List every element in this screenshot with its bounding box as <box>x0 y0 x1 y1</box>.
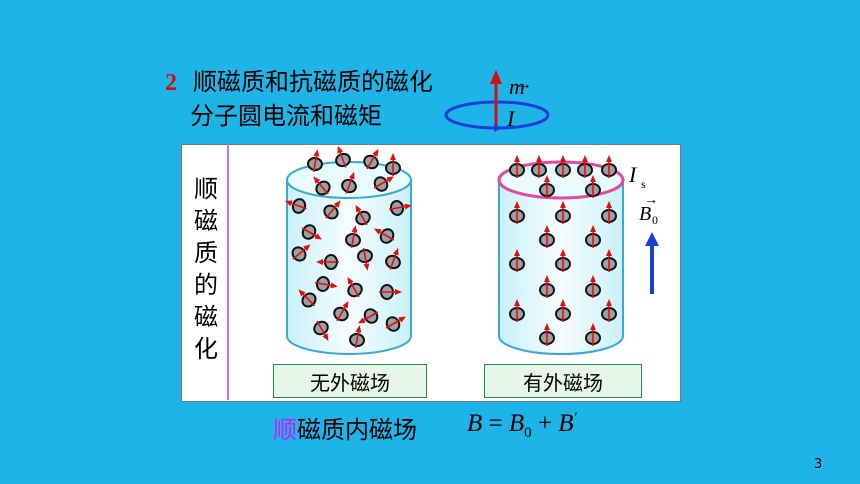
heading-title: 顺磁质和抗磁质的磁化 <box>193 68 433 96</box>
molecular-current-dipole <box>585 225 601 248</box>
tag-no-field: 无外磁场 <box>273 364 427 398</box>
molecular-current-dipole <box>509 249 525 272</box>
molecular-current-dipole <box>314 276 338 292</box>
molecular-current-dipole <box>385 247 401 270</box>
molecular-current-dipole <box>585 275 601 298</box>
molecular-current-dipole <box>323 200 341 220</box>
molecular-current-dipole <box>509 155 525 178</box>
molecular-current-dipole <box>363 149 379 170</box>
field-sub: 0 <box>652 213 658 227</box>
molecular-current-dipole <box>335 145 351 168</box>
caption-highlight: 顺 <box>273 416 297 444</box>
molecular-current-dipole <box>539 225 555 248</box>
molecular-current-dipole <box>509 201 525 224</box>
molecular-current-dipole <box>313 176 331 196</box>
molecular-current-dipole <box>555 299 571 322</box>
right-cylinder <box>497 155 625 355</box>
left-cylinder <box>284 145 412 355</box>
molecular-current-dipole <box>555 155 571 178</box>
vector-mark: → <box>516 76 532 93</box>
molecular-current-dipole <box>585 175 601 198</box>
loop-direction-arrow <box>494 124 502 132</box>
moment-arrow-head <box>490 70 502 84</box>
molecular-current-dipole <box>333 301 349 322</box>
molecular-current-dipole <box>298 289 317 308</box>
molecular-current-dipole <box>555 201 571 224</box>
molecular-current-dipole <box>509 299 525 322</box>
molecular-current-dipole <box>373 176 394 192</box>
molecular-current-dipole <box>301 224 322 240</box>
formula-term1: B <box>508 410 525 437</box>
molecular-current-dipole <box>585 323 601 346</box>
page-number: 3 <box>814 457 823 472</box>
molecular-current-dipole <box>347 277 363 298</box>
molecular-current-dipole <box>349 325 365 349</box>
molecular-current-dipole <box>313 320 329 341</box>
field-label: B <box>639 203 651 225</box>
formula-lhs: B <box>467 410 483 437</box>
molecular-current-dipole <box>385 153 401 176</box>
molecular-current-dipole <box>539 275 555 298</box>
molecular-current-dipole <box>357 247 373 271</box>
molecular-current-dipole <box>601 299 617 322</box>
molecular-current-dipole <box>341 171 357 194</box>
molecular-current-dipole <box>539 175 555 198</box>
slide-subheading: 分子圆电流和磁矩 <box>190 102 382 130</box>
molecular-current-dipole <box>531 155 547 178</box>
formula-term2: B <box>558 410 574 437</box>
molecular-current-dipole <box>345 225 361 249</box>
bottom-caption: 顺磁质内磁场 <box>273 410 417 445</box>
molecular-current-dipole <box>284 198 307 214</box>
molecular-current-dipole <box>601 249 617 272</box>
molecular-current-dipole <box>307 149 323 173</box>
field-vector-mark: → <box>644 193 658 208</box>
side-label-box: 顺磁质的磁化 <box>181 144 229 400</box>
molecular-current-dipole <box>379 284 402 300</box>
field-formula: B = B0 + B' <box>467 410 577 442</box>
molecular-current-dipole <box>358 308 379 324</box>
current-label: I <box>506 106 516 131</box>
molecular-current-dipole <box>316 254 339 270</box>
molecular-current-dipole <box>539 323 555 346</box>
molecular-current-dipole <box>601 155 617 178</box>
surface-current-sub: s <box>641 177 646 191</box>
tag-with-field: 有外磁场 <box>484 364 642 398</box>
slide-heading: 2 顺磁质和抗磁质的磁化 <box>165 62 433 97</box>
formula-eq: = <box>482 410 509 437</box>
molecular-current-dipole <box>291 244 311 262</box>
molecular-current-dipole <box>388 200 412 216</box>
molecular-current-dipole <box>374 228 395 244</box>
left-dipoles <box>284 145 412 349</box>
molecular-current-dipole <box>385 316 406 332</box>
molecular-current-dipole <box>355 205 371 226</box>
side-label-text: 顺磁质的磁化 <box>189 176 218 368</box>
section-number: 2 <box>165 70 177 96</box>
right-dipoles <box>509 155 617 346</box>
field-arrow-head <box>645 232 659 246</box>
formula-prime: ' <box>573 410 577 426</box>
molecular-current-dipole <box>555 249 571 272</box>
moment-label: m <box>509 74 525 99</box>
surface-current-label: I <box>628 162 638 187</box>
formula-plus: + <box>531 410 559 437</box>
caption-rest: 磁质内磁场 <box>297 416 417 444</box>
molecular-current-dipole <box>601 201 617 224</box>
formula-term1-sub: 0 <box>524 425 532 441</box>
magnetic-moment-icon: m → I <box>444 70 550 132</box>
cylinders-figure: I s B → 0 <box>284 145 659 355</box>
molecular-current-dipole <box>577 155 593 178</box>
